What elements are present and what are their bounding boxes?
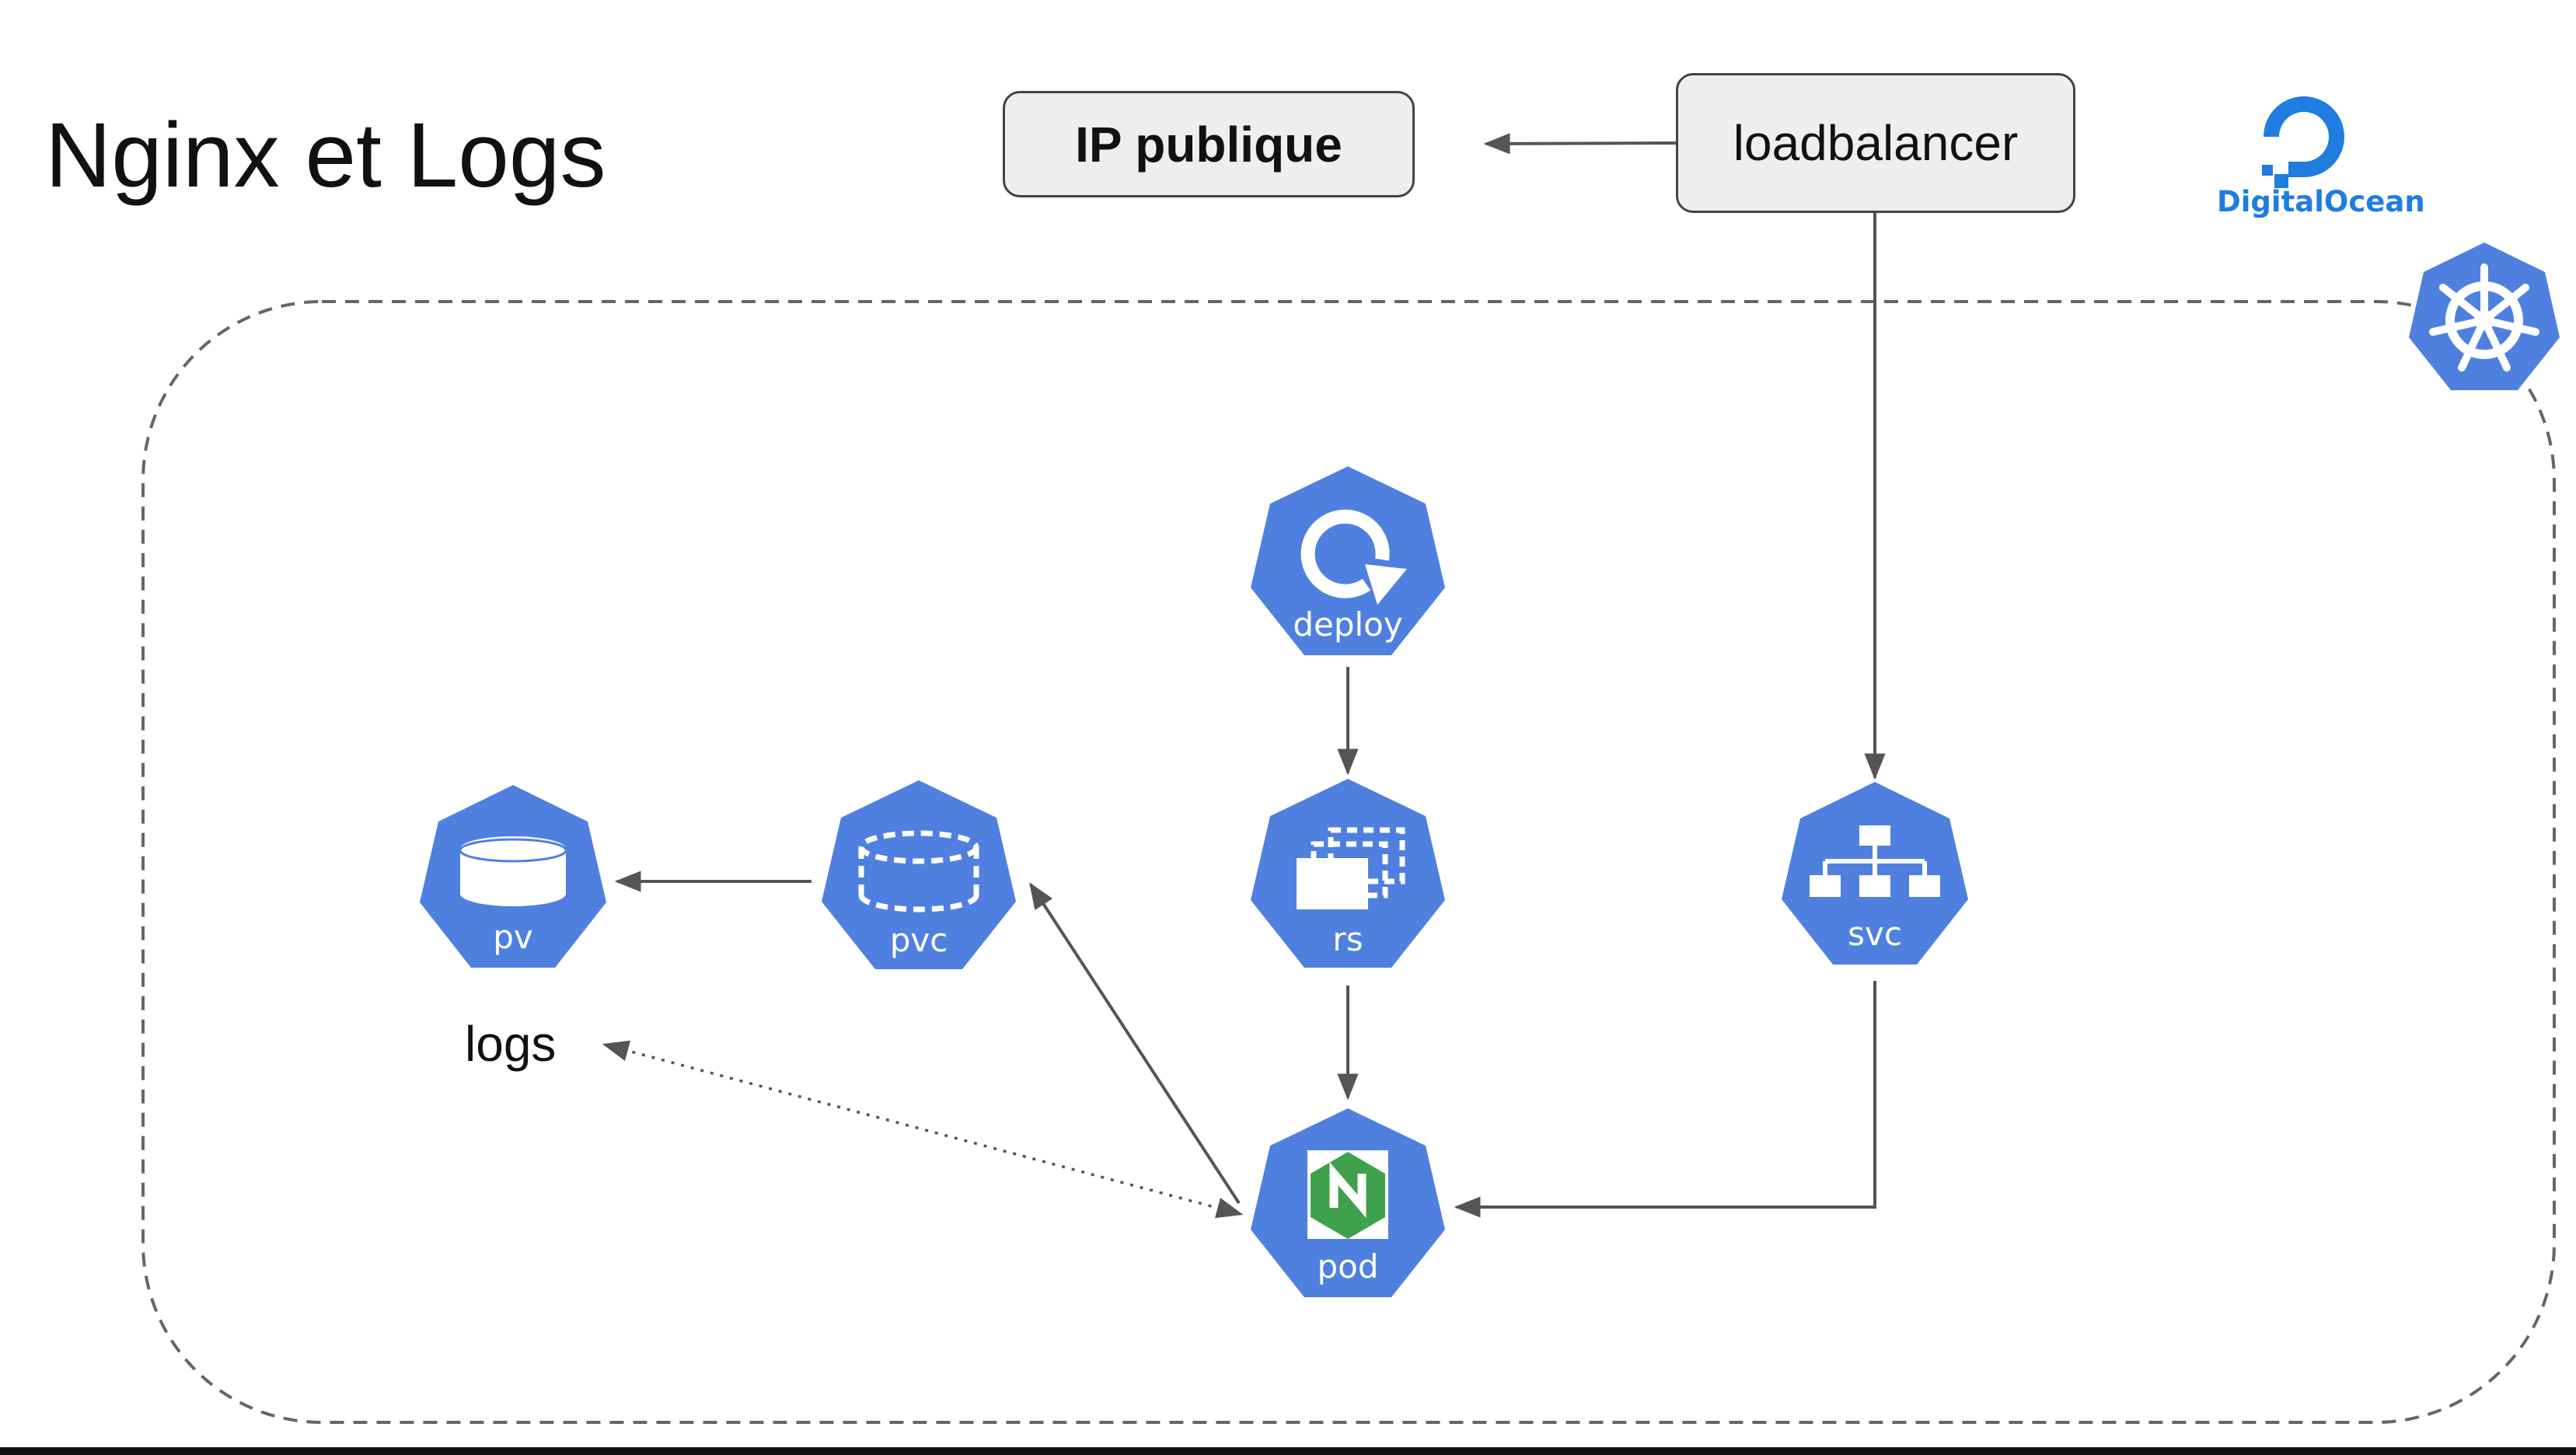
loadbalancer-label: loadbalancer	[1733, 115, 2019, 171]
nginx-icon	[1307, 1150, 1388, 1239]
arrow-loadbalancer-to-ip	[1483, 133, 1677, 155]
logs-label: logs	[465, 1016, 557, 1072]
pv-volume-icon	[460, 836, 566, 906]
svc-node: svc	[1782, 782, 1968, 965]
deploy-icon	[1300, 509, 1407, 605]
arrow-pod-to-pvc	[1029, 882, 1241, 1205]
ip-publique-box: IP publique	[1003, 91, 1415, 197]
pv-node: pv	[420, 785, 606, 968]
digitalocean-wordmark: DigitalOcean	[2217, 185, 2425, 218]
connectors	[602, 133, 1886, 1219]
rs-node: rs	[1251, 779, 1445, 968]
deploy-node: deploy	[1251, 466, 1445, 655]
pvc-label: pvc	[890, 921, 948, 959]
replicaset-icon	[1297, 827, 1405, 909]
rs-label: rs	[1332, 920, 1363, 958]
pv-label: pv	[493, 918, 533, 956]
deploy-label: deploy	[1293, 605, 1402, 644]
cluster-boundary	[141, 300, 2556, 1424]
arrow-pod-logs-dotted	[602, 1040, 1244, 1219]
pod-label: pod	[1317, 1247, 1378, 1286]
ip-publique-label: IP publique	[1075, 116, 1342, 173]
pvc-node: pvc	[822, 780, 1016, 969]
svc-label: svc	[1848, 915, 1902, 953]
loadbalancer-box: loadbalancer	[1676, 73, 2075, 213]
service-icon	[1810, 825, 1940, 897]
bottom-border	[0, 1447, 2576, 1455]
arrow-svc-to-pod	[1454, 981, 1876, 1218]
page-title: Nginx et Logs	[45, 104, 606, 207]
pvc-volume-icon	[858, 830, 979, 912]
digitalocean-logo-icon	[2262, 96, 2344, 188]
pod-node: pod	[1251, 1108, 1445, 1297]
kubernetes-wheel-icon	[2409, 242, 2560, 390]
